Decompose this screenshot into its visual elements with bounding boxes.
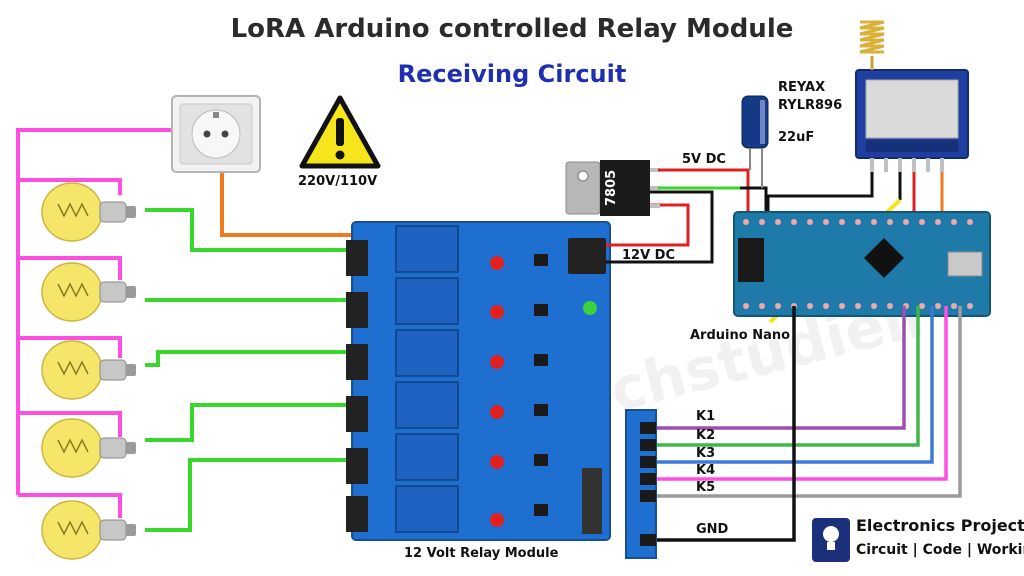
- relay-input-header: [625, 409, 657, 559]
- relay-leds: [490, 256, 504, 527]
- relay-header: [582, 468, 602, 534]
- supply-12v-label: 12V DC: [622, 248, 676, 263]
- lora-model-label-2: RYLR896: [778, 98, 843, 113]
- brand-tagline: Circuit | Code | Working: [856, 542, 1024, 558]
- signal-label-k2: K2: [696, 428, 716, 443]
- signal-label-k3: K3: [696, 446, 716, 461]
- arduino-nano: [733, 211, 991, 317]
- relay-terminals: [346, 240, 368, 532]
- warning-icon: [299, 95, 381, 169]
- neutral-wires: [16, 128, 190, 518]
- warning-label: 220V/110V: [298, 174, 378, 189]
- signal-label-k4: K4: [696, 463, 716, 478]
- dc-jack: [568, 238, 606, 274]
- brand-badge: Electronics Projects Circuit | Code | Wo…: [808, 512, 1024, 568]
- lamp-3: [41, 340, 136, 400]
- power-led: [583, 301, 597, 315]
- transistors: [534, 254, 548, 516]
- supply-5v-wires: [658, 168, 768, 218]
- lora-antenna: [859, 20, 885, 70]
- lora-module: [855, 20, 969, 172]
- page-subtitle: Receiving Circuit: [397, 60, 627, 88]
- signal-label-k1: K1: [696, 409, 716, 424]
- supply-12v-wires: [606, 190, 714, 264]
- relay-module-label: 12 Volt Relay Module: [404, 546, 559, 561]
- wall-socket: [171, 95, 261, 173]
- arduino-label: Arduino Nano: [690, 328, 791, 343]
- lamp-5: [41, 500, 136, 560]
- capacitor-label: 22uF: [778, 130, 815, 145]
- brand-logo-icon: [812, 518, 850, 562]
- voltage-regulator: [565, 160, 660, 216]
- relay-module: [346, 221, 611, 541]
- signal-label-k5: K5: [696, 480, 716, 495]
- page-title: LoRA Arduino controlled Relay Module: [230, 14, 794, 44]
- relays: [395, 225, 459, 533]
- signal-wires: [652, 306, 962, 542]
- lamps: [41, 182, 136, 560]
- lamp-wires: [145, 208, 374, 532]
- regulator-label: 7805: [604, 169, 619, 206]
- lora-model-label-1: REYAX: [778, 80, 826, 95]
- lamp-1: [41, 182, 136, 242]
- lamp-4: [41, 418, 136, 478]
- brand-name: Electronics Projects: [856, 516, 1024, 535]
- gnd-label: GND: [696, 522, 729, 537]
- lamp-2: [41, 262, 136, 322]
- supply-5v-label: 5V DC: [682, 152, 726, 167]
- capacitor: [741, 95, 769, 188]
